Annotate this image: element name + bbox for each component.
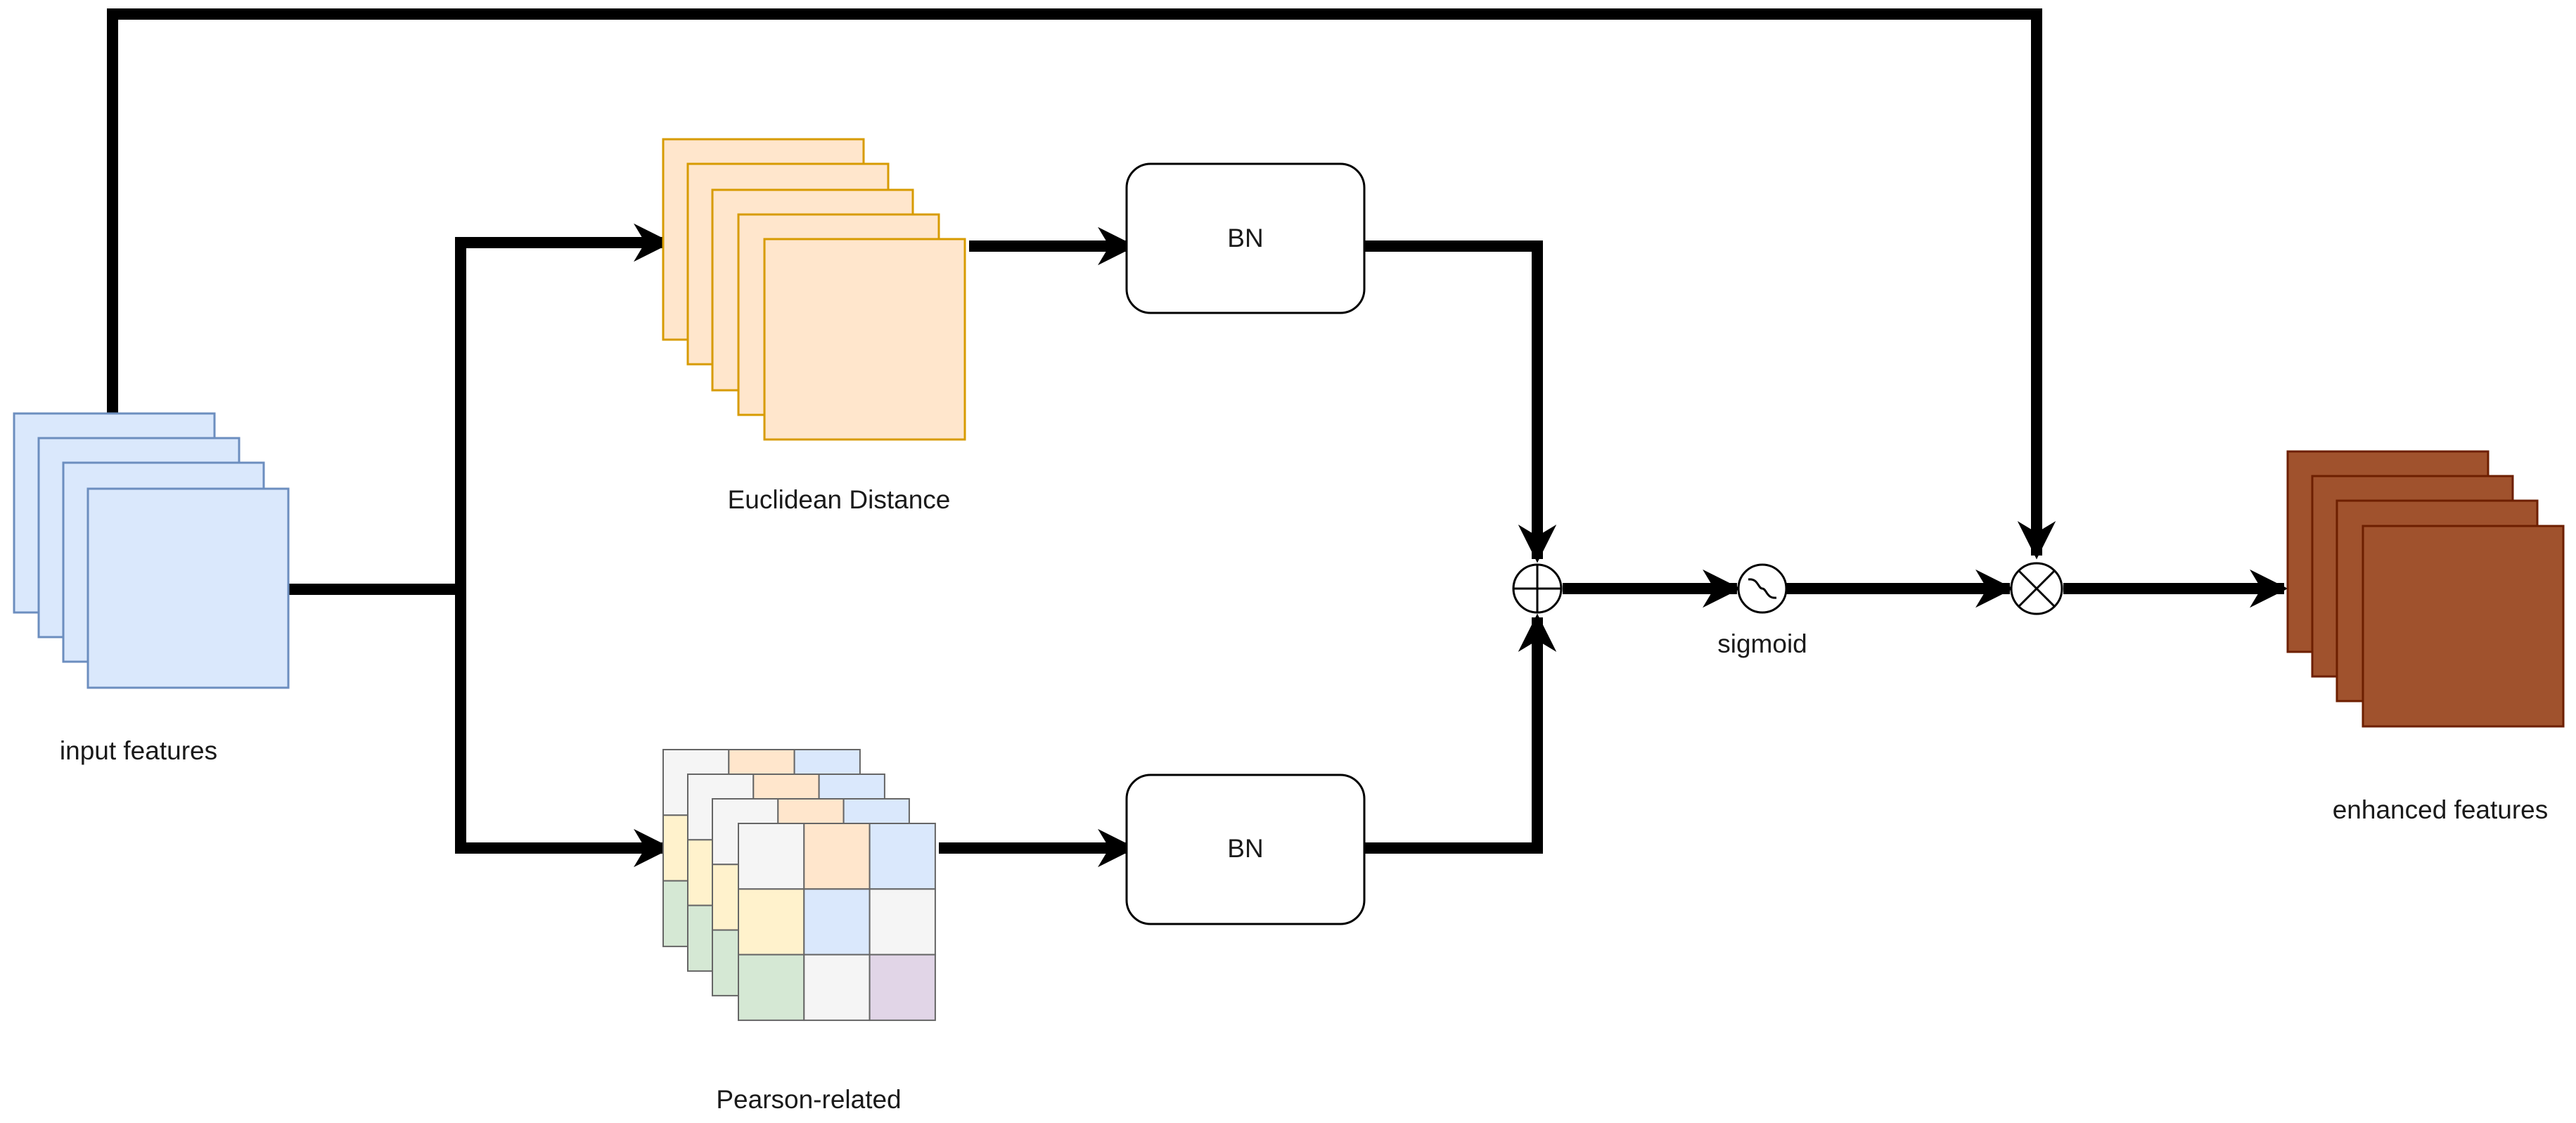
pearson-grid-cell bbox=[869, 954, 936, 1021]
bn-top-box bbox=[1125, 162, 1366, 314]
pearson-grid-cell bbox=[803, 888, 871, 956]
bn-bottom-to-add-line bbox=[1364, 613, 1557, 854]
enhanced-features-label: enhanced features bbox=[2333, 795, 2549, 824]
input-features-label: input features bbox=[60, 736, 217, 765]
pearson-grid-cell bbox=[869, 823, 936, 890]
euclidean-distance-stack bbox=[662, 138, 966, 441]
pearson-related-label: Pearson-related bbox=[716, 1085, 901, 1114]
circled-times-icon bbox=[2010, 562, 2063, 615]
pearson-grid-cell bbox=[803, 823, 871, 890]
bn-block-top: BN bbox=[1125, 162, 1366, 314]
pearson-grid-cell bbox=[738, 888, 805, 956]
euclidean-map bbox=[763, 238, 966, 441]
pearson-grid-sheet bbox=[738, 823, 936, 1021]
bn-bottom-label: BN bbox=[1227, 834, 1263, 863]
connectors bbox=[107, 8, 2288, 868]
euclidean-distance-label: Euclidean Distance bbox=[728, 485, 951, 514]
pearson-grid-cell bbox=[869, 888, 936, 956]
pearson-grid-cell bbox=[738, 823, 805, 890]
pearson-related-stack bbox=[662, 749, 936, 1021]
circled-plus-icon bbox=[1512, 563, 1563, 614]
bn-block-bottom: BN bbox=[1125, 774, 1366, 925]
pearson-grid-cell bbox=[803, 954, 871, 1021]
split-to-pearson-line bbox=[455, 589, 672, 868]
sigmoid-icon bbox=[1737, 563, 1788, 614]
split-to-euclidean-line bbox=[455, 223, 672, 589]
bn-top-to-add-line bbox=[1364, 240, 1557, 563]
skip-connection-line bbox=[107, 8, 2056, 560]
input-feature-map bbox=[86, 487, 290, 689]
enhanced-features-stack bbox=[2286, 450, 2565, 728]
bn-bottom-box bbox=[1125, 774, 1366, 925]
bn-top-label: BN bbox=[1227, 224, 1263, 252]
pearson-grid-cell bbox=[738, 954, 805, 1021]
sigmoid-label: sigmoid bbox=[1717, 629, 1807, 658]
enhanced-feature-map bbox=[2362, 525, 2565, 728]
input-features-stack bbox=[13, 412, 290, 689]
